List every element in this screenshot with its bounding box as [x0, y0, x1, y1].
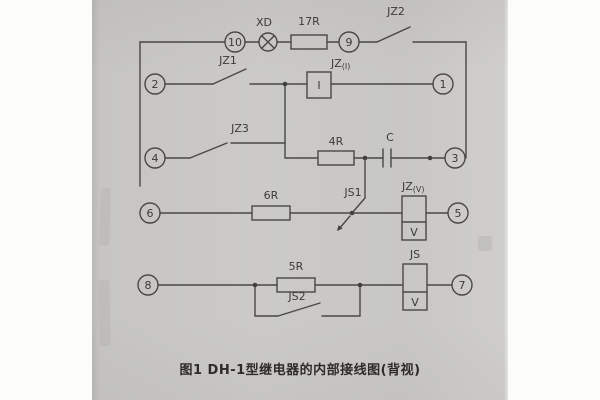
jz-current-coil-inner: I: [317, 79, 320, 92]
terminal-10-label: 10: [228, 36, 242, 49]
terminal-5: 5: [447, 202, 469, 224]
terminal-1-label: 1: [440, 78, 447, 91]
resistor-5r-label: 5R: [289, 260, 304, 273]
jz1-contact-icon: JZ1: [212, 54, 247, 85]
resistor-4r: 4R: [317, 135, 355, 166]
terminal-4: 4: [144, 147, 166, 169]
arrow-icon: [337, 225, 343, 231]
terminal-10: 10: [224, 31, 246, 53]
terminal-5-label: 5: [455, 207, 462, 220]
jz1-label: JZ1: [218, 54, 237, 67]
terminal-9: 9: [338, 31, 360, 53]
js-time-relay: JS V: [402, 248, 428, 311]
resistor-5r: 5R: [276, 260, 316, 293]
jz2-label: JZ2: [386, 5, 405, 18]
lamp-xd-label: XD: [256, 16, 272, 29]
resistor-4r-label: 4R: [329, 135, 344, 148]
capacitor-icon: C: [382, 131, 394, 168]
terminal-8: 8: [137, 274, 159, 296]
terminal-9-label: 9: [346, 36, 353, 49]
terminal-3-label: 3: [452, 152, 459, 165]
terminal-1: 1: [432, 73, 454, 95]
terminal-8-label: 8: [145, 279, 152, 292]
jz-current-coil-label: JZ(I): [330, 57, 350, 71]
js1-label: JS1: [343, 186, 361, 199]
circuit-wires: [139, 41, 467, 317]
terminal-4-label: 4: [152, 152, 159, 165]
lamp-xd-icon: XD: [256, 16, 278, 52]
js-time-relay-label: JS: [409, 248, 420, 261]
terminal-2-label: 2: [152, 78, 159, 91]
page-smudge: [478, 236, 492, 251]
terminal-3: 3: [444, 147, 466, 169]
js1-contact-icon: JS1: [337, 186, 366, 231]
jz-current-coil: JZ(I) I: [306, 57, 350, 99]
jz-voltage-relay-inner: V: [410, 226, 418, 239]
resistor-6r-label: 6R: [264, 189, 279, 202]
resistor-17r: 17R: [290, 15, 328, 50]
terminal-7-label: 7: [459, 279, 466, 292]
jz-voltage-relay: JZ(V) V: [401, 180, 427, 241]
terminal-6-label: 6: [147, 207, 154, 220]
js2-label: JS2: [287, 290, 305, 303]
resistor-6r: 6R: [251, 189, 291, 221]
js2-contact-icon: JS2: [277, 290, 321, 317]
terminal-6: 6: [139, 202, 161, 224]
figure-caption: 图1 DH-1型继电器的内部接线图(背视): [179, 363, 421, 378]
jz-voltage-relay-label: JZ(V): [401, 180, 425, 194]
jz3-label: JZ3: [230, 122, 249, 135]
capacitor-label: C: [386, 131, 394, 144]
paper-background: [92, 0, 508, 400]
terminal-2: 2: [144, 73, 166, 95]
jz3-contact-icon: JZ3: [189, 122, 249, 159]
resistor-17r-label: 17R: [298, 15, 320, 28]
terminal-7: 7: [451, 274, 473, 296]
jz2-contact-icon: JZ2: [376, 5, 411, 43]
js-time-relay-inner: V: [411, 296, 419, 309]
